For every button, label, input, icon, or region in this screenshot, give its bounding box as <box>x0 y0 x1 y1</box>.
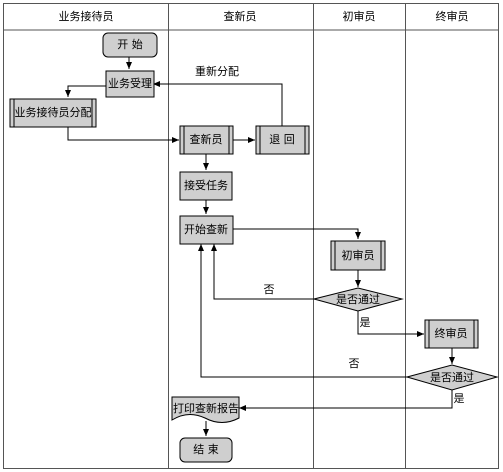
lane-header-reception: 业务接待员 <box>59 9 114 23</box>
node-first-reviewer-label: 初审员 <box>342 248 375 262</box>
lane-header-first-reviewer: 初审员 <box>343 9 376 23</box>
edge-label-final-yes: 是 <box>454 392 465 405</box>
node-end-label: 结 束 <box>193 443 219 456</box>
edge-decision2-yes <box>239 390 453 411</box>
node-print-report-label: 打印查新报告 <box>173 401 239 415</box>
connectors <box>65 57 455 436</box>
edge-label-final-no: 否 <box>349 357 360 370</box>
node-begin-search: 开始查新 <box>179 215 234 245</box>
node-accept-label: 业务受理 <box>108 77 152 90</box>
node-begin-search-label: 开始查新 <box>184 222 228 236</box>
node-return-label: 退 回 <box>269 133 295 146</box>
node-final-reviewer-label: 终审员 <box>435 326 468 340</box>
edge-decision1-yes <box>357 311 424 337</box>
node-decision-first: 是否通过 <box>312 287 404 312</box>
node-final-reviewer: 终审员 <box>424 319 479 349</box>
node-assign: 业务接待员分配 <box>9 98 97 128</box>
edge-label-first-no: 否 <box>264 283 275 296</box>
edge-return-accept <box>153 81 283 126</box>
node-start-label: 开 始 <box>117 37 143 51</box>
node-first-reviewer: 初审员 <box>330 240 386 271</box>
node-take-task-label: 接受任务 <box>184 179 228 192</box>
edge-label-first-yes: 是 <box>360 316 371 329</box>
node-decision-final-label: 是否通过 <box>430 371 474 384</box>
edge-label-reassign: 重新分配 <box>195 64 239 78</box>
lane-header-novelty-staff: 查新员 <box>224 9 257 23</box>
node-decision-first-label: 是否通过 <box>336 293 380 306</box>
edge-decision2-no <box>198 244 407 378</box>
node-novelty-staff-label: 查新员 <box>190 132 223 146</box>
node-assign-label: 业务接待员分配 <box>15 105 92 119</box>
edge-begin-first <box>233 228 361 239</box>
edge-decision1-no <box>211 244 314 300</box>
node-return: 退 回 <box>255 125 310 155</box>
edge-assign-novelty <box>67 127 179 143</box>
edge-accept-assign <box>65 85 107 97</box>
node-take-task: 接受任务 <box>179 171 233 201</box>
node-accept: 业务受理 <box>105 70 155 98</box>
lane-header-final-reviewer: 终审员 <box>436 9 469 23</box>
node-start: 开 始 <box>102 32 158 58</box>
node-decision-final: 是否通过 <box>405 364 499 391</box>
swimlane-frame <box>3 3 499 469</box>
node-end: 结 束 <box>179 437 233 463</box>
node-novelty-staff: 查新员 <box>179 125 234 155</box>
node-print-report: 打印查新报告 <box>171 396 240 423</box>
